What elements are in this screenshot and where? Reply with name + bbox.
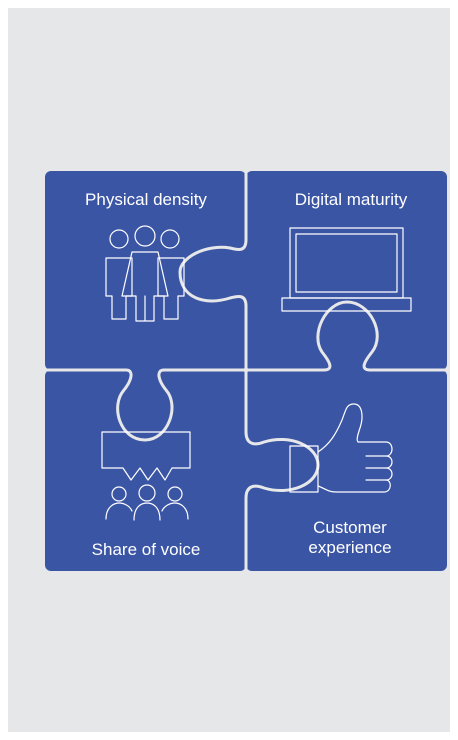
seam-left-horizontal	[45, 368, 246, 442]
laptop-icon	[281, 227, 412, 312]
label-physical-density: Physical density	[85, 190, 207, 209]
label-customer-experience: Customer experience	[272, 518, 428, 558]
people-group-icon	[105, 225, 185, 322]
label-digital-maturity: Digital maturity	[294, 190, 408, 209]
label-customer: Customer	[313, 518, 387, 537]
puzzle-piece-bottom-left	[45, 370, 246, 571]
puzzle-piece-top-left	[45, 171, 246, 370]
seam-top-vertical	[178, 171, 248, 370]
label-share-of-voice: Share of voice	[91, 540, 201, 559]
puzzle-piece-bottom-right	[246, 370, 447, 571]
seam-right-horizontal	[246, 300, 447, 372]
label-experience: experience	[308, 538, 392, 557]
thumbs-up-icon	[289, 403, 393, 493]
speech-bubble-people-icon	[101, 431, 191, 521]
puzzle-piece-top-right	[246, 171, 447, 370]
